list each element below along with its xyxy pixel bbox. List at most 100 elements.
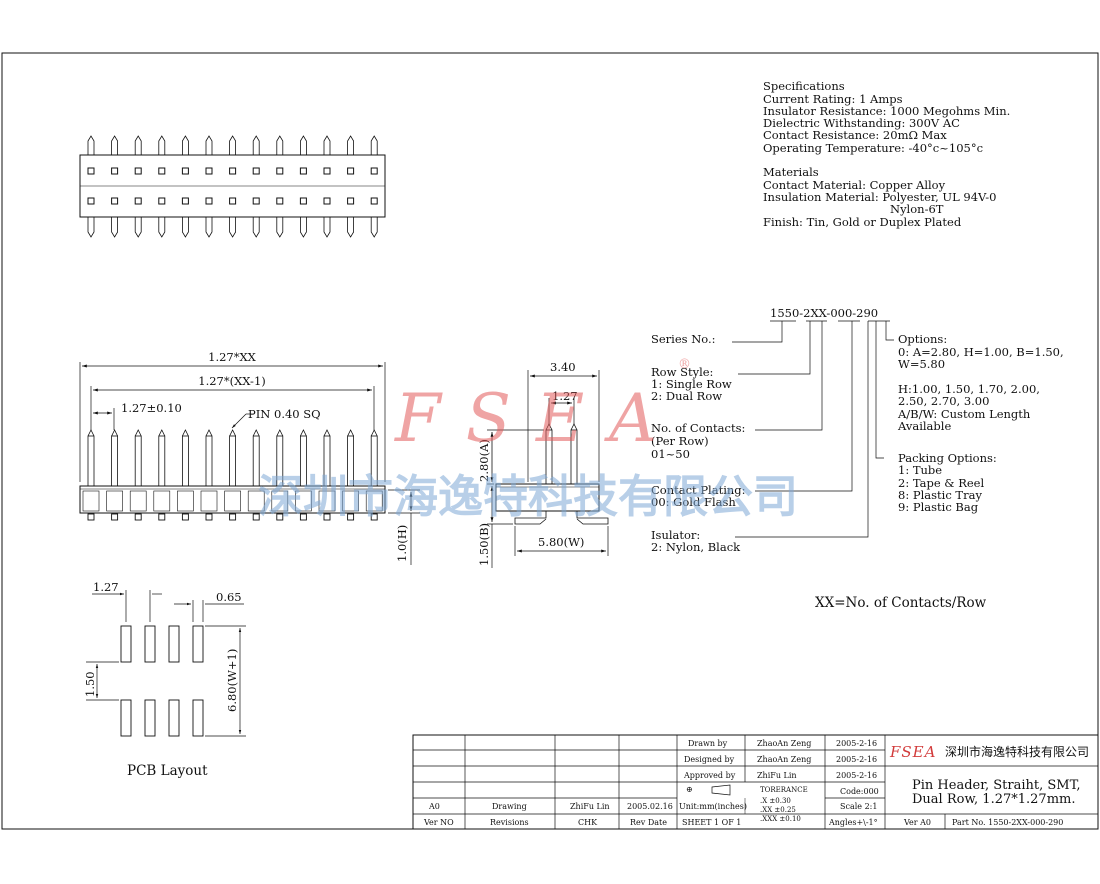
- front-pin-cell: [247, 490, 265, 512]
- front-pin: [370, 435, 378, 487]
- top-view-drawing: [79, 135, 386, 238]
- legend-contacts-2: (Per Row): [651, 434, 709, 448]
- front-pin-cell: [82, 490, 100, 512]
- legend-packing-3: 2: Tape & Reel: [898, 476, 984, 490]
- top-pin-square-lower: [347, 197, 355, 205]
- front-pin-tip: [158, 429, 166, 437]
- top-pin-lower: [205, 217, 213, 238]
- front-pin-cell: [200, 490, 218, 512]
- tb-approved-label: Approved by: [683, 771, 736, 780]
- front-pin: [181, 435, 189, 487]
- top-pin-lower: [134, 217, 142, 238]
- top-pin-square-lower: [299, 197, 307, 205]
- dim-127: 1.27: [552, 389, 578, 403]
- legend-contacts-3: 01~50: [651, 447, 690, 461]
- top-pin-upper: [276, 135, 284, 155]
- front-pin-foot: [370, 513, 378, 521]
- pcb-pad-top-2: [144, 625, 156, 663]
- pcb-dim-w: 6.80(W+1): [225, 649, 239, 712]
- pcb-pad-top-3: [168, 625, 180, 663]
- front-pin-tip: [111, 429, 118, 437]
- top-pin-lower: [276, 217, 284, 238]
- part-number-legend: 1550-2XX-000-290 Series No.: Row Style: …: [651, 306, 1064, 611]
- top-pin-upper: [323, 135, 331, 155]
- dim-340: 3.40: [550, 360, 576, 374]
- front-pin-foot: [299, 513, 307, 521]
- pcb-dim-row: 1.50: [83, 671, 97, 697]
- tb-designed-name: ZhaoAn Zeng: [757, 755, 811, 764]
- watermark-registered: ®: [678, 357, 691, 372]
- front-pin: [252, 435, 260, 487]
- dim-b: 1.50(B): [477, 523, 491, 566]
- pcb-layout-title: PCB Layout: [127, 763, 208, 779]
- front-pin-cell: [177, 490, 194, 512]
- leader-isulator: [735, 321, 869, 538]
- top-pin-square-lower: [323, 197, 331, 205]
- front-pin: [229, 435, 237, 487]
- legend-packing-4: 8: Plastic Tray: [898, 488, 982, 502]
- top-pin-square-upper: [134, 167, 142, 175]
- legend-isulator-2: 2: Nylon, Black: [651, 540, 741, 554]
- pin-size-label: PIN 0.40 SQ: [248, 407, 321, 421]
- leader-packing: [875, 321, 884, 459]
- front-pin: [299, 435, 307, 487]
- front-pin-cell: [153, 490, 171, 512]
- top-pin-square-upper: [323, 167, 331, 175]
- tb-scale: Scale 2:1: [840, 802, 877, 811]
- top-pin-square-upper: [370, 167, 378, 175]
- leader-contacts: [755, 321, 823, 431]
- legend-contacts-1: No. of Contacts:: [651, 421, 745, 435]
- top-pin-square-upper: [347, 167, 355, 175]
- side-view-dimensions: 3.40 1.27 2.80(A) 1.50(B) 5.80(W): [477, 360, 609, 568]
- tb-angles: Angles+\-1°: [828, 818, 878, 827]
- front-pin-tip: [229, 429, 236, 437]
- top-pin-lower: [111, 217, 118, 238]
- top-pin-square-upper: [111, 167, 119, 175]
- dim-length-minus: 1.27*(XX-1): [198, 374, 266, 388]
- legend-options-1: Options:: [898, 332, 947, 346]
- front-pin-cell: [295, 490, 312, 512]
- top-pin-lower: [300, 217, 307, 238]
- legend-packing-5: 9: Plastic Bag: [898, 500, 979, 514]
- tb-drawn-name: ZhaoAn Zeng: [757, 739, 811, 748]
- top-pin-lower: [229, 217, 236, 238]
- front-pin: [111, 435, 118, 487]
- front-pin-foot: [111, 513, 119, 521]
- legend-row-style-3: 2: Dual Row: [651, 389, 722, 403]
- pcb-dim-pad: 0.65: [216, 590, 242, 604]
- front-pin-cell: [129, 490, 147, 512]
- front-pin-foot: [229, 513, 237, 521]
- top-pin-square-lower: [158, 197, 166, 205]
- front-pin-foot: [134, 513, 142, 521]
- tb-title-line-2: Dual Row, 1.27*1.27mm.: [912, 792, 1075, 807]
- top-pin-lower: [370, 217, 378, 238]
- front-pin-tip: [205, 429, 213, 437]
- front-pin-foot: [87, 513, 95, 521]
- top-pin-square-upper: [87, 167, 95, 175]
- top-pin-square-upper: [276, 167, 284, 175]
- pcb-pad-bottom-2: [144, 699, 156, 737]
- front-pin-foot: [347, 513, 355, 521]
- front-pin-tip: [323, 429, 331, 437]
- tb-tol-3: .XXX ±0.10: [760, 815, 801, 823]
- legend-row-style-1: Row Style:: [651, 365, 713, 379]
- pcb-pad-bottom-3: [168, 699, 180, 737]
- top-pin-upper: [347, 135, 354, 155]
- top-pin-square-lower: [181, 197, 189, 205]
- top-pin-square-upper: [205, 167, 213, 175]
- dim-pitch: 1.27±0.10: [121, 401, 182, 415]
- dim-a: 2.80(A): [477, 439, 491, 482]
- tb-company-name: 深圳市海逸特科技有限公司: [945, 744, 1089, 759]
- legend-options-8: Available: [897, 419, 951, 433]
- tb-revisions: Revisions: [490, 818, 529, 827]
- materials-title: Materials: [763, 165, 819, 179]
- front-pin: [347, 435, 355, 487]
- tb-projection-cone: [711, 784, 731, 796]
- dim-h: 1.0(H): [395, 525, 409, 562]
- front-pin-cell: [271, 490, 289, 512]
- leader-options: [885, 321, 894, 341]
- pcb-pad-top-1: [120, 625, 132, 663]
- front-pin-foot: [205, 513, 213, 521]
